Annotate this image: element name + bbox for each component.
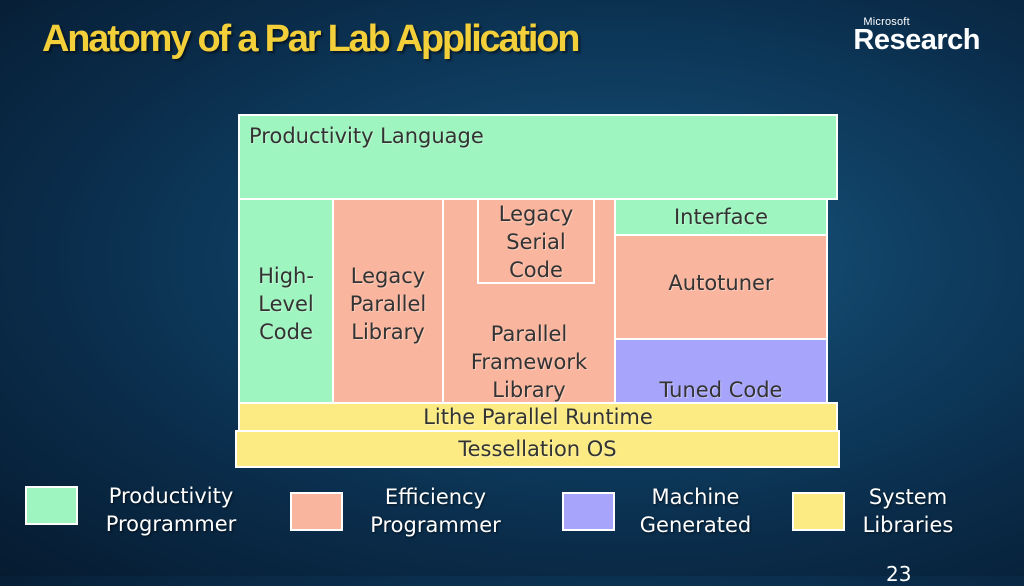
slide-title: Anatomy of a Par Lab Application: [42, 18, 580, 60]
legend-swatch-machine: [562, 492, 615, 531]
microsoft-research-logo: Microsoft Research: [853, 14, 980, 56]
legend-label-efficiency: Efficiency Programmer: [370, 485, 501, 537]
legend-swatch-efficiency: [290, 492, 343, 531]
page-number: 23: [886, 562, 912, 586]
box-legacy-parallel-library: Legacy Parallel Library: [332, 198, 444, 406]
box-productivity-language: Productivity Language: [238, 114, 838, 200]
brand-research: Research: [853, 24, 980, 56]
box-autotuner: Autotuner: [614, 234, 828, 340]
brand-microsoft: Microsoft: [863, 16, 910, 28]
box-tessellation-os: Tessellation OS: [235, 430, 840, 468]
box-lithe-parallel-runtime: Lithe Parallel Runtime: [238, 402, 838, 432]
legend-label-machine: Machine Generated: [639, 485, 752, 537]
legend-label-productivity: Productivity Programmer: [105, 484, 237, 536]
legend-label-system: System Libraries: [862, 485, 954, 537]
box-legacy-serial-code: Legacy Serial Code: [477, 198, 595, 284]
legend-swatch-productivity: [25, 486, 78, 525]
box-high-level-code: High- Level Code: [238, 198, 334, 406]
box-tuned-code: Tuned Code: [614, 338, 828, 406]
legend-swatch-system: [792, 492, 845, 531]
box-interface: Interface: [614, 198, 828, 236]
